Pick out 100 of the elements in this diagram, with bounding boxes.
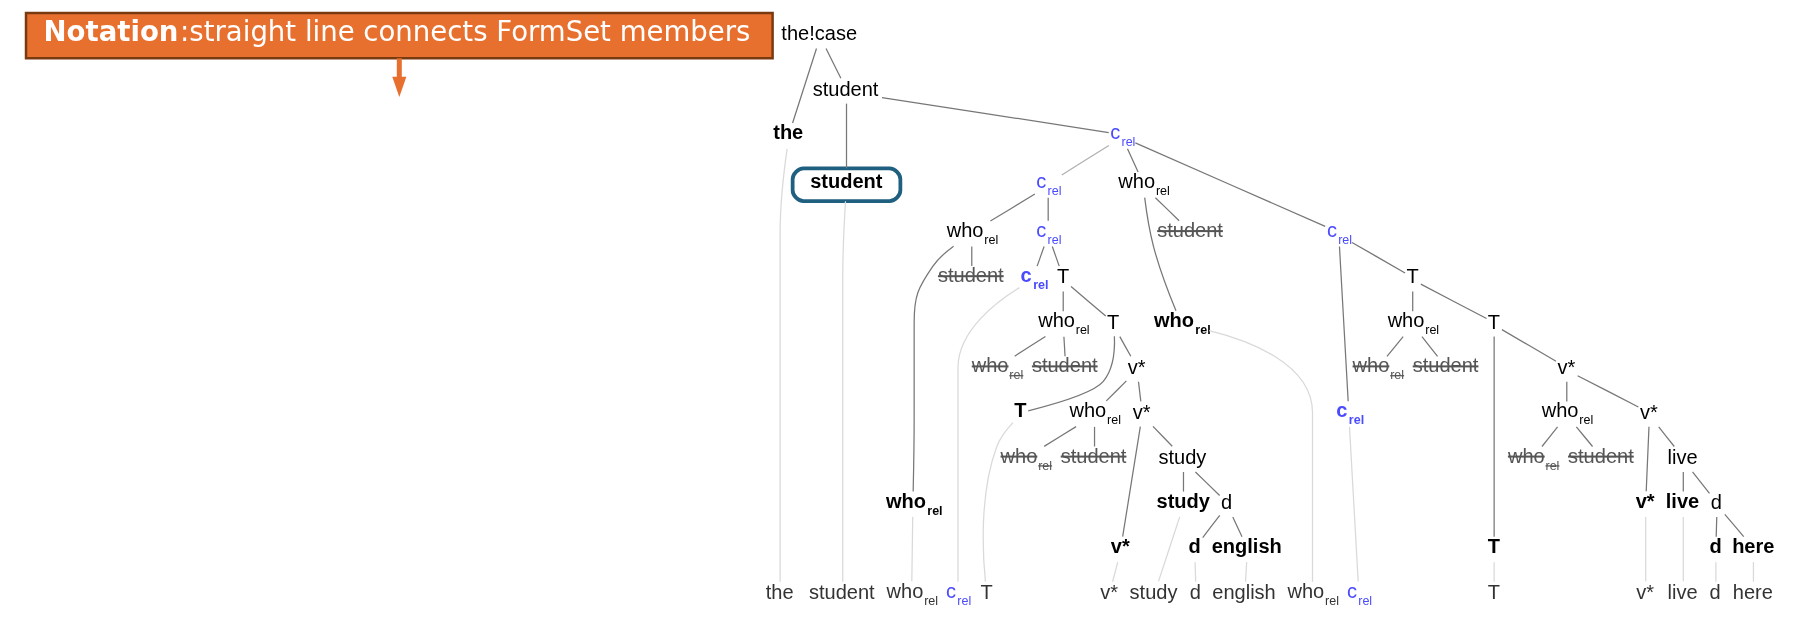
- connector: [1137, 381, 1142, 402]
- connector: [1014, 335, 1047, 357]
- connector: [1134, 142, 1326, 227]
- node-text: T: [1056, 265, 1070, 288]
- connector: [1144, 197, 1177, 312]
- connector: [1051, 245, 1060, 267]
- node-box: Notation:straight line connects FormSet members: [24, 11, 774, 60]
- node-text: v*: [1640, 400, 1658, 423]
- connector: [845, 103, 848, 169]
- connector: [1724, 513, 1745, 538]
- node-text: student: [1412, 354, 1479, 377]
- node-text: c$_{rel}$: [946, 579, 972, 608]
- node-text: who$_{rel}$: [1069, 399, 1121, 428]
- connector: [1566, 381, 1568, 402]
- connector: [1119, 336, 1132, 357]
- node-text: who$_{rel}$: [1387, 309, 1440, 338]
- connector: [1645, 426, 1650, 492]
- node-text: who$_{rel}$: [971, 354, 1024, 383]
- connector: [825, 47, 842, 79]
- node-text: T: [1487, 534, 1501, 557]
- connector: [911, 516, 914, 582]
- node-text: student: [808, 581, 875, 604]
- node-text: d: [1709, 581, 1721, 604]
- connector: [1182, 471, 1185, 493]
- connector: [1202, 514, 1221, 539]
- node-text: v*: [1636, 581, 1655, 604]
- connector: [1063, 336, 1066, 357]
- node-text: study: [1156, 489, 1210, 512]
- node-text: d: [1189, 581, 1201, 604]
- connector: [791, 47, 818, 124]
- node-text: v*: [1110, 534, 1130, 557]
- node-text: c$_{rel}$: [1036, 170, 1062, 199]
- node-text: who$_{rel}$: [1118, 170, 1170, 199]
- node-text: T: [1487, 581, 1501, 604]
- connector: [957, 287, 1020, 583]
- node-text: the: [765, 581, 794, 604]
- node-text: english: [1212, 581, 1276, 604]
- connector: [1386, 336, 1404, 357]
- connector: [1348, 426, 1359, 583]
- connector: [1208, 330, 1314, 583]
- connector: [1157, 516, 1181, 582]
- node-text: d: [1188, 534, 1201, 557]
- connector: [1036, 245, 1045, 267]
- node-text: who$_{rel}$: [1000, 444, 1053, 473]
- connector: [1194, 561, 1197, 583]
- connector: [1062, 290, 1064, 312]
- node-text: T: [1406, 265, 1419, 288]
- node-text: here: [1732, 534, 1775, 557]
- node-text: d: [1221, 490, 1233, 513]
- connector: [1421, 336, 1439, 357]
- connector: [1043, 426, 1077, 447]
- node-text: c$_{rel}$: [1020, 264, 1049, 293]
- node-text: c$_{rel}$: [1336, 399, 1365, 428]
- node-text: v*: [1635, 489, 1655, 512]
- node-text: student: [812, 77, 879, 100]
- node-text: c$_{rel}$: [1036, 219, 1062, 248]
- connector: [1645, 516, 1647, 582]
- connector: [1576, 375, 1640, 408]
- connector: [1752, 561, 1755, 583]
- connector: [1338, 245, 1349, 402]
- node-text: english: [1211, 534, 1282, 557]
- node-text: student: [937, 264, 1004, 287]
- connector: [1154, 197, 1180, 222]
- node-text: here: [1732, 581, 1773, 604]
- connector: [1351, 241, 1406, 274]
- connector: [912, 245, 955, 493]
- node-text: study: [1158, 445, 1207, 468]
- connector: [842, 200, 847, 583]
- connector: [1691, 471, 1711, 494]
- node-text: study: [1129, 581, 1178, 604]
- connector: [1027, 335, 1116, 412]
- connector: [1682, 516, 1684, 582]
- connector: [1682, 471, 1684, 493]
- connector: [1715, 516, 1718, 538]
- node-text: v*: [1100, 581, 1118, 604]
- node-text: the: [773, 121, 804, 144]
- connector: [779, 148, 788, 583]
- connector: [1412, 290, 1414, 312]
- connector: [1541, 426, 1559, 448]
- connector: [1047, 197, 1049, 222]
- connector: [1194, 471, 1221, 497]
- connector: [1105, 380, 1127, 402]
- connector: [982, 422, 1014, 583]
- node-text: live: [1665, 489, 1700, 512]
- node-text: student: [1031, 354, 1098, 377]
- node-text: T: [1107, 310, 1120, 333]
- node-text: student: [1060, 444, 1127, 467]
- node-text: student: [1568, 444, 1634, 467]
- node-text: d: [1710, 490, 1722, 513]
- connector: [1501, 328, 1557, 362]
- connector: [1126, 148, 1139, 173]
- connector: [1420, 283, 1488, 320]
- connector: [1493, 335, 1495, 538]
- connector: [1070, 285, 1107, 317]
- node-text: T: [1487, 310, 1501, 333]
- node-text: c$_{rel}$: [1346, 579, 1373, 608]
- node-text: c$_{rel}$: [1326, 219, 1353, 248]
- node-text: live: [1667, 445, 1698, 468]
- node-text: student: [1157, 219, 1223, 242]
- node-text: who$_{rel}$: [1154, 309, 1211, 338]
